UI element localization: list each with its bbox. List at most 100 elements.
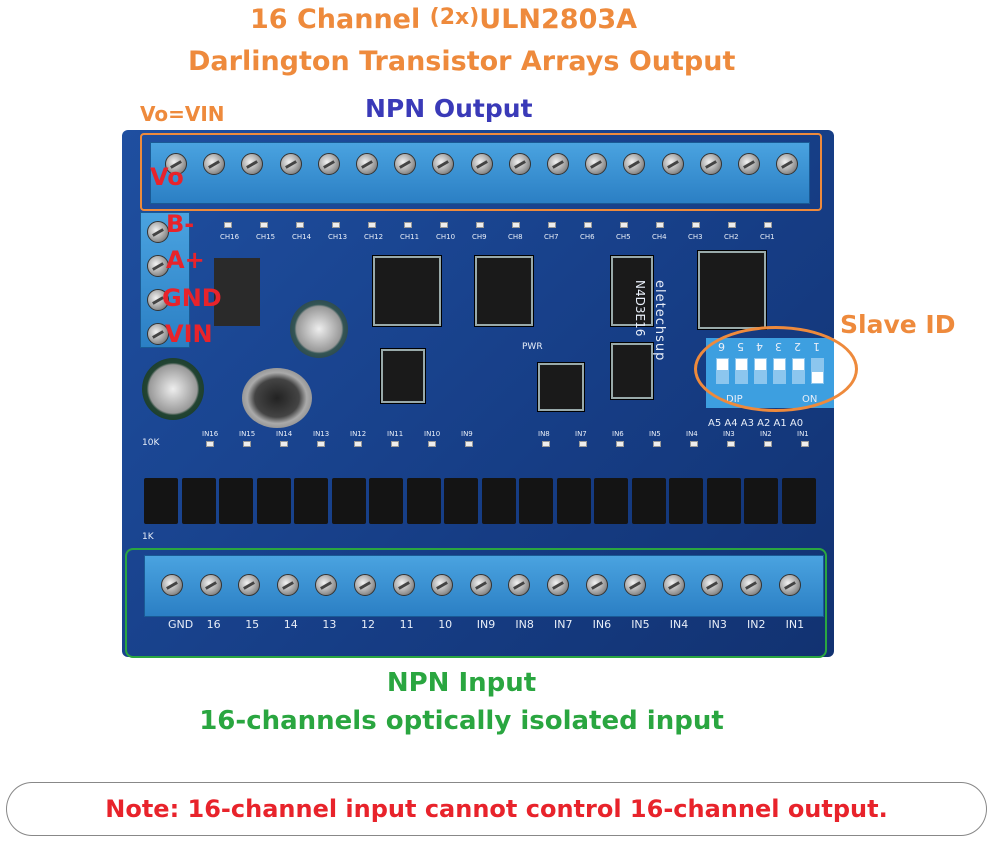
screw-terminal[interactable]	[470, 153, 493, 175]
channel-led	[260, 222, 268, 228]
screw-terminal[interactable]	[147, 221, 169, 243]
capacitor	[142, 358, 204, 420]
terminal-label: IN1	[785, 618, 805, 631]
npn-input-title: NPN Input	[386, 668, 537, 698]
terminal-label: 15	[245, 618, 260, 631]
screw-terminal[interactable]	[776, 153, 799, 175]
optocoupler	[519, 478, 553, 524]
input-led-label: IN14	[276, 430, 293, 438]
screw-terminal[interactable]	[317, 153, 340, 175]
screw-terminal[interactable]	[431, 574, 454, 596]
input-highlight-box	[125, 548, 827, 658]
screw-terminal[interactable]	[585, 153, 608, 175]
input-led-label: IN10	[424, 430, 441, 438]
screw-terminal[interactable]	[432, 153, 455, 175]
screw-terminal[interactable]	[778, 574, 801, 596]
channel-label: CH14	[292, 233, 312, 241]
power-label-vin: VIN	[165, 320, 213, 348]
optocoupler	[669, 478, 703, 524]
optocoupler	[406, 478, 441, 524]
screw-terminal[interactable]	[394, 153, 417, 175]
screw-terminal[interactable]	[623, 153, 646, 175]
ic-chip	[372, 255, 442, 327]
screw-terminal[interactable]	[203, 153, 226, 175]
input-led-label: IN11	[387, 430, 404, 438]
screw-terminal[interactable]	[147, 323, 169, 345]
optocoupler	[594, 478, 628, 524]
optocoupler	[369, 478, 403, 524]
screw-terminal[interactable]	[199, 574, 222, 596]
model-text: N4D3E16	[633, 280, 647, 337]
screw-terminal[interactable]	[547, 153, 569, 175]
power-label-gnd: GND	[162, 284, 222, 312]
title-count: (2x)	[429, 5, 480, 30]
title-line-2: Darlington Transistor Arrays Output	[188, 46, 736, 77]
screw-terminal[interactable]	[161, 574, 183, 596]
screw-terminal[interactable]	[238, 574, 261, 596]
screw-terminal[interactable]	[624, 574, 647, 596]
screw-terminal[interactable]	[661, 153, 684, 175]
ic-chip	[380, 348, 426, 404]
screw-terminal[interactable]	[547, 574, 569, 596]
screw-terminal[interactable]	[165, 153, 187, 175]
channel-led	[512, 222, 520, 228]
input-led-label: IN13	[313, 430, 330, 438]
input-led	[317, 441, 325, 447]
screw-terminal[interactable]	[662, 574, 685, 596]
screw-terminal[interactable]	[276, 574, 299, 596]
channel-label: CH13	[328, 233, 348, 241]
input-led	[690, 441, 698, 447]
screw-terminal[interactable]	[508, 574, 531, 596]
voltage-regulator	[214, 258, 260, 326]
channel-label: CH15	[256, 233, 276, 241]
terminal-label: 16	[206, 618, 221, 631]
input-led-label: IN7	[575, 430, 587, 438]
channel-led	[764, 222, 772, 228]
channel-led	[368, 222, 376, 228]
output-highlight-box	[140, 133, 822, 211]
terminal-label: IN2	[747, 618, 766, 631]
ic-chip	[610, 342, 654, 400]
vo-vin-label: Vo=VIN	[140, 102, 225, 126]
screw-terminal[interactable]	[354, 574, 376, 596]
screw-terminal[interactable]	[699, 153, 722, 175]
screw-terminal[interactable]	[508, 153, 531, 175]
screw-terminal[interactable]	[585, 574, 608, 596]
optocoupler	[144, 478, 178, 524]
optocoupler	[256, 478, 291, 524]
channel-led	[476, 222, 484, 228]
screw-terminal[interactable]	[469, 574, 492, 596]
input-led	[727, 441, 735, 447]
channel-led	[692, 222, 700, 228]
screw-terminal[interactable]	[740, 574, 762, 596]
screw-terminal[interactable]	[147, 289, 169, 311]
screw-terminal[interactable]	[147, 255, 169, 277]
ic-chip	[610, 255, 654, 327]
optocoupler	[744, 478, 778, 524]
inductor	[242, 368, 312, 428]
npn-input-subtitle: 16-channels optically isolated input	[199, 706, 724, 736]
screw-terminal[interactable]	[241, 153, 264, 175]
screw-terminal[interactable]	[279, 153, 302, 175]
input-led-label: IN4	[686, 430, 698, 438]
screw-terminal[interactable]	[356, 153, 378, 175]
terminal-label: IN7	[554, 618, 573, 631]
vo-terminal-label: Vo	[150, 163, 184, 191]
note-box: Note: 16-channel input cannot control 16…	[6, 782, 987, 836]
channel-label: CH9	[472, 233, 487, 241]
slave-id-highlight	[694, 326, 858, 412]
terminal-label: GND	[168, 618, 194, 631]
pwr-label: PWR	[522, 342, 543, 352]
screw-terminal[interactable]	[701, 574, 724, 596]
optocoupler	[219, 478, 253, 524]
terminal-label: IN3	[708, 618, 727, 631]
input-led	[206, 441, 214, 447]
screw-terminal[interactable]	[315, 574, 338, 596]
input-led-label: IN12	[350, 430, 367, 438]
optocoupler	[331, 478, 366, 524]
screw-terminal[interactable]	[738, 153, 760, 175]
power-label-a-plus: A+	[166, 246, 205, 274]
screw-terminal[interactable]	[392, 574, 415, 596]
